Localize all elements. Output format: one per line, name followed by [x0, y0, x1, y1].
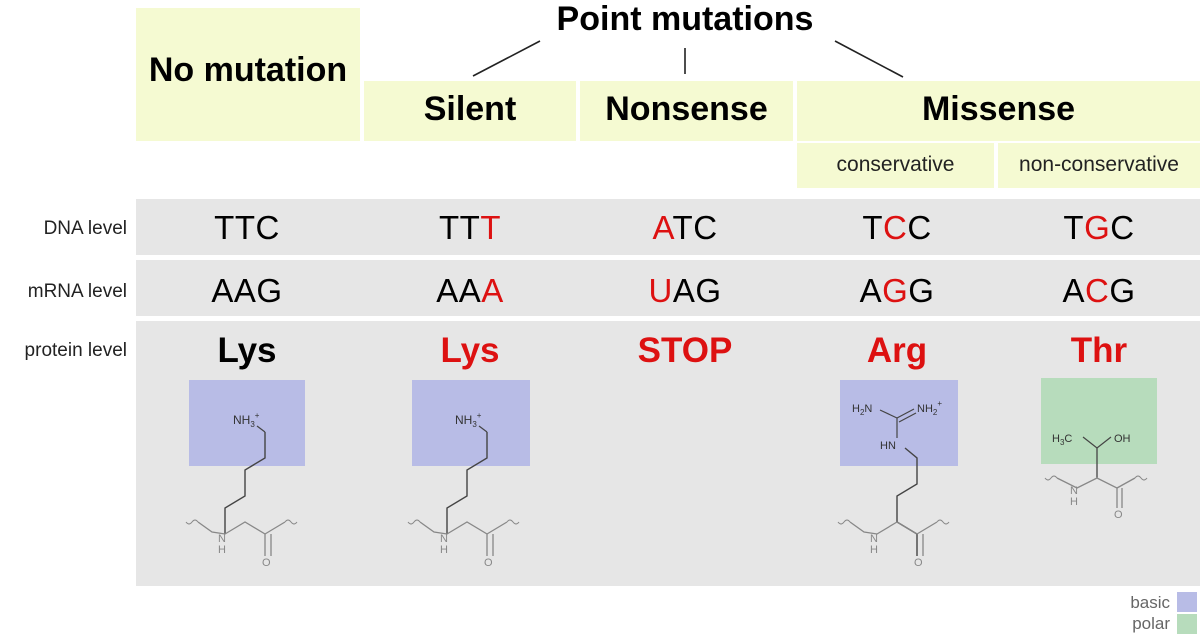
svg-text:N: N: [440, 533, 448, 545]
protein-row-band: [136, 321, 1200, 586]
svg-text:O: O: [262, 557, 271, 569]
dna-codon-none: TTC: [214, 209, 280, 246]
basic-side-chain-box: [412, 380, 530, 466]
svg-text:OH: OH: [1114, 433, 1131, 445]
basic-side-chain-box: [189, 380, 305, 466]
row-label-protein: protein level: [24, 340, 127, 361]
header-nonsense: Nonsense: [605, 90, 768, 128]
svg-text:H: H: [870, 544, 878, 556]
legend-basic-label: basic: [1130, 593, 1170, 612]
diagram-title: Point mutations: [556, 0, 814, 38]
header-conservative-box: [797, 143, 994, 188]
svg-text:N: N: [218, 533, 226, 545]
mrna-codon-nonsense: UAG: [648, 272, 722, 309]
polar-side-chain-box: [1041, 378, 1157, 464]
mrna-row-band: [136, 260, 1200, 316]
h3c-label: H3C: [1052, 433, 1072, 447]
svg-text:H: H: [440, 544, 448, 556]
basic-side-chain-box: [840, 380, 958, 466]
header-nonsense-box: [580, 81, 793, 141]
row-label-mrna: mRNA level: [27, 281, 127, 302]
svg-text:HN: HN: [880, 440, 896, 452]
connector-missense: [834, 40, 904, 78]
row-label-dna: DNA level: [43, 218, 127, 239]
header-non-conservative-box: [998, 143, 1200, 188]
svg-text:H: H: [218, 544, 226, 556]
protein-none: Lys: [217, 331, 277, 370]
header-no-mutation: No mutation: [148, 51, 348, 89]
mrna-codon-none: AAG: [211, 272, 283, 309]
legend-polar-label: polar: [1132, 614, 1170, 633]
svg-text:O: O: [484, 557, 493, 569]
arginine-structure: H2N NH2+ HN N H O: [837, 380, 958, 569]
header-silent: Silent: [423, 90, 517, 128]
lysine-structure-silent: NH3+ N H O: [407, 380, 530, 569]
protein-nonsense: STOP: [637, 331, 733, 370]
svg-text:O: O: [1114, 509, 1123, 521]
mrna-codon-conservative: AGG: [859, 272, 935, 309]
legend-basic-swatch: [1177, 592, 1197, 612]
header-silent-box: [364, 81, 576, 141]
header-non-conservative: non-conservative: [1019, 153, 1179, 176]
connector-silent: [472, 40, 541, 77]
title-connectors: [472, 40, 904, 78]
nh3-label: NH3+: [455, 411, 482, 429]
mrna-codon-non-conservative: ACG: [1062, 272, 1136, 309]
header-missense: Missense: [921, 90, 1076, 128]
nh3-label: NH3+: [233, 411, 260, 429]
threonine-structure: H3C OH N H O: [1041, 378, 1157, 521]
header-conservative: conservative: [836, 153, 955, 176]
dna-codon-silent: TTT: [439, 209, 501, 246]
dna-row-band: [136, 199, 1200, 255]
protein-conservative: Arg: [866, 331, 928, 370]
dna-codon-nonsense: ATC: [652, 209, 718, 246]
svg-text:O: O: [914, 557, 923, 569]
svg-text:N: N: [1070, 485, 1078, 497]
lysine-structure-none: NH3+ N H O: [185, 380, 305, 569]
dna-codon-non-conservative: TGC: [1063, 209, 1135, 246]
legend-polar-swatch: [1177, 614, 1197, 634]
protein-non-conservative: Thr: [1070, 331, 1128, 370]
dna-codon-conservative: TCC: [862, 209, 932, 246]
protein-silent: Lys: [440, 331, 500, 370]
nh2-label: NH2+: [917, 399, 942, 417]
svg-text:N: N: [870, 533, 878, 545]
h2n-label: H2N: [852, 403, 872, 417]
mrna-codon-silent: AAA: [436, 272, 504, 309]
header-no-mutation-box: [136, 8, 360, 141]
svg-text:H: H: [1070, 496, 1078, 508]
header-missense-box: [797, 81, 1200, 141]
